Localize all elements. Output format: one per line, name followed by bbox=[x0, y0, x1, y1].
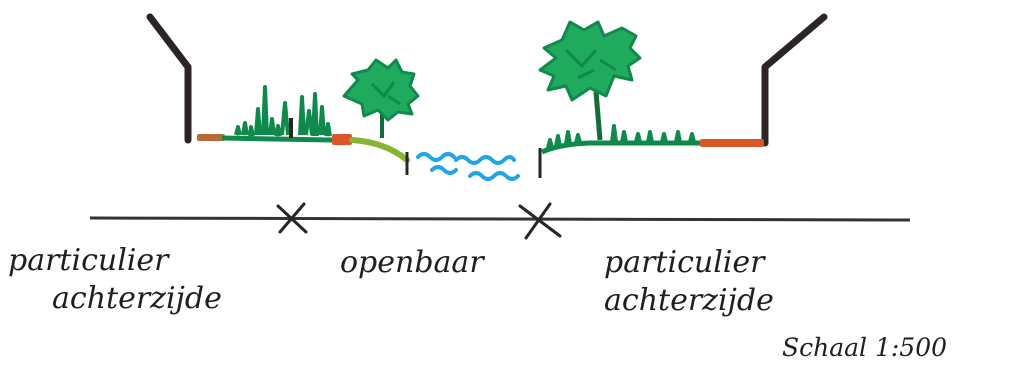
right-zone-label-line1: particulier bbox=[604, 245, 766, 280]
left-wall-icon bbox=[150, 17, 188, 140]
scale-label: Schaal 1:500 bbox=[782, 333, 947, 362]
left-tree-icon bbox=[344, 60, 418, 138]
right-bank-grass bbox=[542, 143, 700, 152]
left-orange-block bbox=[332, 134, 352, 145]
water-icon bbox=[418, 154, 518, 179]
left-paving-strip bbox=[197, 134, 225, 141]
middle-zone-label: openbaar bbox=[340, 245, 485, 280]
left-embankment bbox=[352, 140, 407, 160]
left-grass-blades bbox=[236, 87, 330, 136]
right-boundary-x-marker-icon bbox=[520, 204, 560, 238]
left-zone-label-line1: particulier bbox=[8, 243, 170, 278]
right-ground bbox=[540, 126, 764, 178]
right-zone-label-line2: achterzijde bbox=[604, 283, 774, 318]
right-wall-icon bbox=[765, 17, 824, 143]
left-grass-strip bbox=[222, 138, 332, 140]
left-zone-label-line2: achterzijde bbox=[52, 281, 222, 316]
right-paving-strip bbox=[700, 139, 764, 147]
right-tree-icon bbox=[540, 22, 640, 140]
zone-axis-line bbox=[90, 218, 910, 220]
